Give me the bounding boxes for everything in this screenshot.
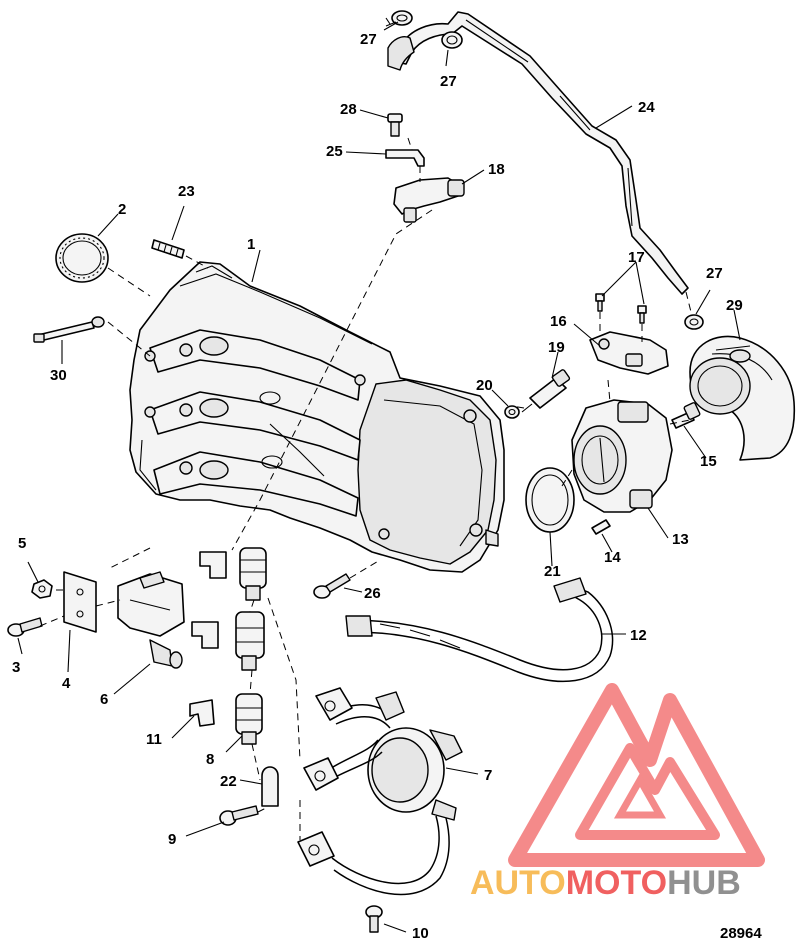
fuel-injector-upper — [239, 547, 267, 601]
callout-19: 19 — [548, 339, 565, 356]
watermark-auto: AUTO — [470, 864, 566, 902]
washer-20 — [504, 405, 520, 419]
callout-15: 15 — [700, 453, 717, 470]
bolt-9 — [219, 805, 259, 826]
callout-6: 6 — [100, 691, 108, 708]
stud-23 — [151, 239, 185, 259]
callout-1: 1 — [247, 236, 255, 253]
drawing-number: 28964 — [720, 925, 762, 942]
screw-17a — [595, 293, 605, 312]
bracket-4 — [63, 571, 97, 633]
throttle-body — [571, 399, 673, 513]
callout-14: 14 — [604, 549, 621, 566]
callout-3: 3 — [12, 659, 20, 676]
callout-8: 8 — [206, 751, 214, 768]
hose-clamp-top-left — [391, 10, 413, 26]
temp-sensor-19 — [521, 369, 571, 413]
coil-boot-upper — [315, 687, 353, 721]
callout-18: 18 — [488, 161, 505, 178]
fuel-injector-8 — [235, 693, 263, 745]
hose-clamp-top-right — [441, 31, 463, 49]
intake-elbow — [689, 335, 796, 461]
nut-5 — [31, 579, 53, 599]
callout-labels: 1 2 3 4 5 6 7 8 9 10 11 12 13 14 15 16 1… — [12, 31, 743, 942]
bolt-3 — [7, 617, 43, 637]
bolt-26 — [313, 573, 351, 599]
callout-24: 24 — [638, 99, 655, 116]
vent-hose — [387, 11, 689, 295]
harness-tube — [345, 577, 614, 683]
callout-2: 2 — [118, 201, 126, 218]
bolt-28 — [387, 113, 403, 137]
callout-20: 20 — [476, 377, 493, 394]
callout-13: 13 — [672, 531, 689, 548]
injector-clip-11 — [189, 699, 215, 727]
callout-11: 11 — [146, 731, 162, 748]
coil-boot-middle — [303, 757, 339, 791]
callout-10: 10 — [412, 925, 429, 942]
injector-clip-upper — [199, 551, 227, 579]
gasket-21 — [525, 467, 575, 533]
harness-clamp-22 — [261, 766, 279, 807]
seal-ring-2 — [55, 233, 109, 283]
ignition-module — [367, 727, 463, 821]
solenoid-valve — [117, 571, 185, 669]
svg-text:AUTOMOTOHUB: AUTOMOTOHUB — [470, 864, 741, 902]
coil-harness-wires — [325, 691, 450, 896]
intake-manifold — [129, 261, 505, 573]
callout-5: 5 — [18, 535, 26, 552]
leader-lines — [17, 17, 741, 933]
throttle-position-sensor — [589, 331, 669, 375]
callout-27-right: 27 — [706, 265, 723, 282]
callout-4: 4 — [62, 675, 71, 692]
callout-9: 9 — [168, 831, 176, 848]
bracket-25 — [385, 149, 425, 167]
map-sensor — [393, 177, 465, 223]
screw-17b — [637, 305, 647, 324]
watermark-moto: MOTO — [566, 864, 667, 902]
callout-16: 16 — [550, 313, 567, 330]
injector-clip-middle — [191, 621, 219, 649]
callout-22: 22 — [220, 773, 237, 790]
assembly-lines — [39, 137, 693, 840]
bolt-15 — [671, 402, 701, 429]
watermark-hub: HUB — [667, 864, 741, 902]
hose-clamp-right — [684, 314, 704, 330]
bolt-10 — [365, 905, 383, 933]
watermark-text: AUTOMOTOHUB — [470, 864, 741, 902]
long-bolt-30 — [33, 316, 105, 343]
callout-26: 26 — [364, 585, 381, 602]
callout-25: 25 — [326, 143, 343, 160]
fuel-injector-middle — [235, 611, 265, 671]
callout-29: 29 — [726, 297, 743, 314]
screw-14 — [591, 519, 611, 535]
watermark-logo — [508, 683, 765, 867]
callout-28: 28 — [340, 101, 357, 118]
callout-23: 23 — [178, 183, 195, 200]
callout-17: 17 — [628, 249, 645, 266]
callout-7: 7 — [484, 767, 492, 784]
callout-21: 21 — [544, 563, 561, 580]
callout-27-top-right: 27 — [440, 73, 457, 90]
callout-27-top-left: 27 — [360, 31, 377, 48]
callout-12: 12 — [630, 627, 647, 644]
callout-30: 30 — [50, 367, 67, 384]
coil-boot-lower — [297, 831, 335, 867]
